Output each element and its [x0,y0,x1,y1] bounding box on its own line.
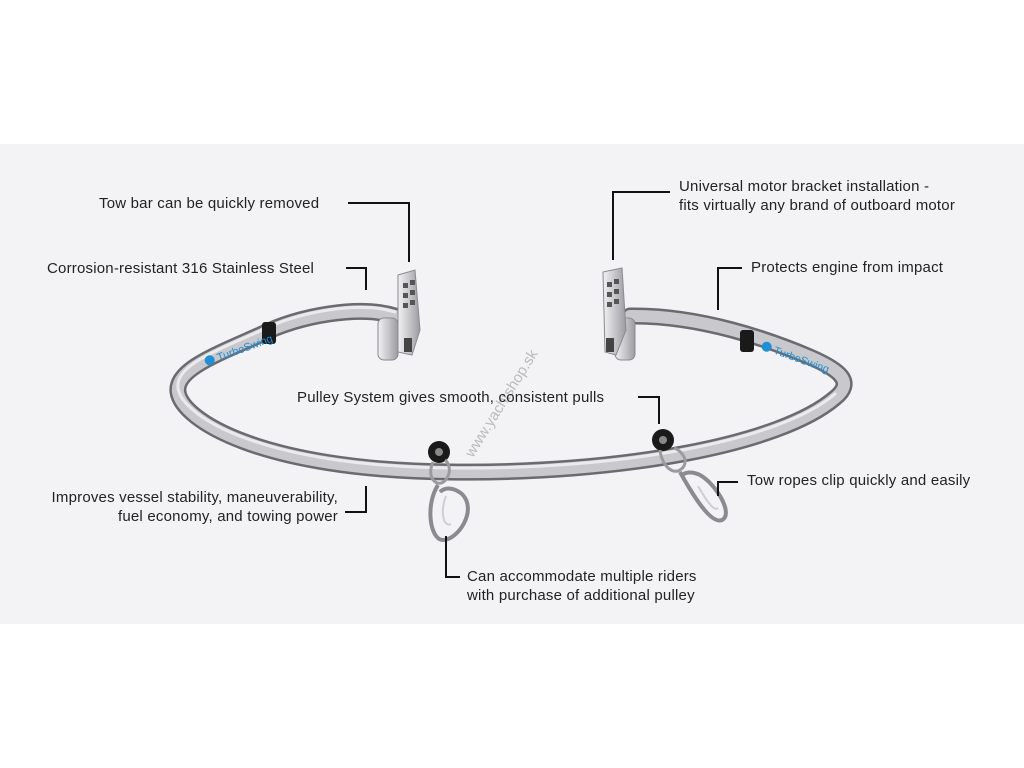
callout-tow-bar-removed: Tow bar can be quickly removed [99,194,319,213]
leader-multiple-riders [445,536,460,578]
callout-text: Can accommodate multiple riders [467,568,697,585]
callout-text: Improves vessel stability, maneuverabili… [51,489,338,506]
right-motor-bracket [602,267,636,361]
right-clamp [740,330,754,352]
callout-motor-bracket: Universal motor bracket installation - f… [679,177,955,215]
left-pulley [428,441,470,543]
leader-motor-bracket [612,191,670,260]
leader-stainless [346,267,367,290]
leader-tow-ropes [717,481,738,496]
callout-text: fuel economy, and towing power [117,508,338,525]
right-pulley [652,429,728,523]
callout-vessel-stability: Improves vessel stability, maneuverabili… [26,488,338,526]
callout-text: Pulley System gives smooth, consistent p… [297,389,605,406]
callout-text: Universal motor bracket installation - [679,178,930,195]
leader-pulley [638,396,660,424]
callout-text: Tow bar can be quickly removed [99,195,320,212]
callout-text: fits virtually any brand of outboard mot… [679,197,956,214]
callout-text: Tow ropes clip quickly and easily [747,472,971,489]
leader-protects-engine [717,267,742,310]
callout-pulley-system: Pulley System gives smooth, consistent p… [297,388,604,407]
leader-lines [345,191,742,578]
callout-protects-engine: Protects engine from impact [751,258,943,277]
callout-stainless-steel: Corrosion-resistant 316 Stainless Steel [47,259,314,278]
left-clamp [262,322,276,344]
leader-stability [345,486,367,513]
callout-text: with purchase of additional pulley [467,587,695,604]
leader-tow-bar [348,202,410,262]
callout-tow-ropes: Tow ropes clip quickly and easily [747,471,970,490]
callout-text: Corrosion-resistant 316 Stainless Steel [47,260,315,277]
callout-multiple-riders: Can accommodate multiple riders with pur… [467,567,697,605]
callout-text: Protects engine from impact [751,259,944,276]
left-motor-bracket [377,269,421,361]
